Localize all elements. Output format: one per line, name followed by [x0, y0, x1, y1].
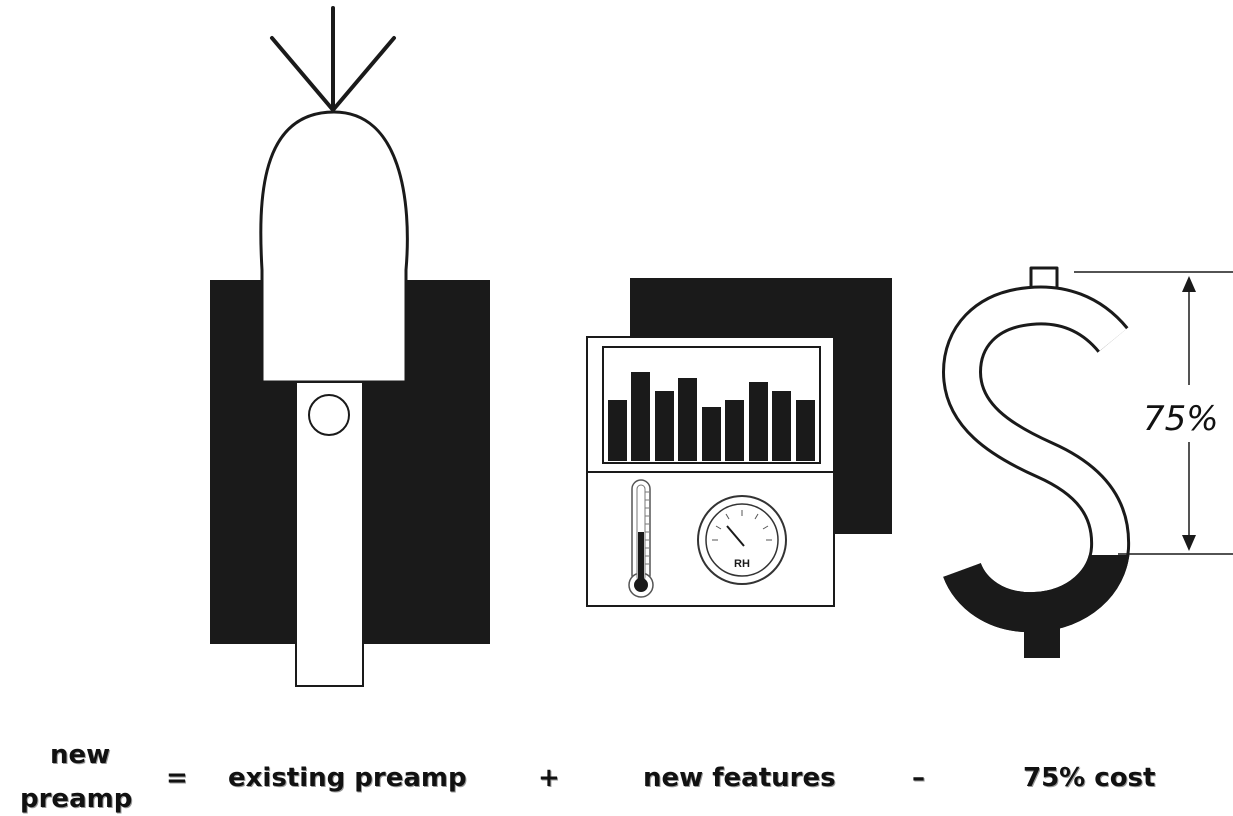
microphone-capsule: [261, 112, 408, 382]
new-features-label: new features: [643, 765, 836, 791]
minus-sign: –: [912, 765, 925, 791]
existing-preamp-illustration: [210, 8, 490, 686]
plus-sign: +: [538, 765, 560, 791]
arrow-down-icon: [1182, 535, 1196, 551]
antenna-icon: [272, 8, 394, 110]
cost-label: 75% cost: [1023, 765, 1155, 791]
dollar-sign-icon: [962, 268, 1113, 658]
percent-label: 75%: [1143, 402, 1219, 436]
equation-new-word: new: [50, 742, 110, 768]
equation-preamp-word: preamp: [20, 786, 132, 812]
gauge-label: RH: [734, 558, 750, 570]
new-features-illustration: RH: [587, 278, 892, 606]
equals-sign: =: [166, 765, 188, 791]
thermometer-icon: [629, 480, 653, 597]
preamp-connector: [309, 395, 349, 435]
existing-preamp-label: existing preamp: [228, 765, 467, 791]
humidity-gauge-icon: [698, 496, 786, 584]
arrow-up-icon: [1182, 276, 1196, 292]
cost-illustration: [962, 268, 1233, 658]
